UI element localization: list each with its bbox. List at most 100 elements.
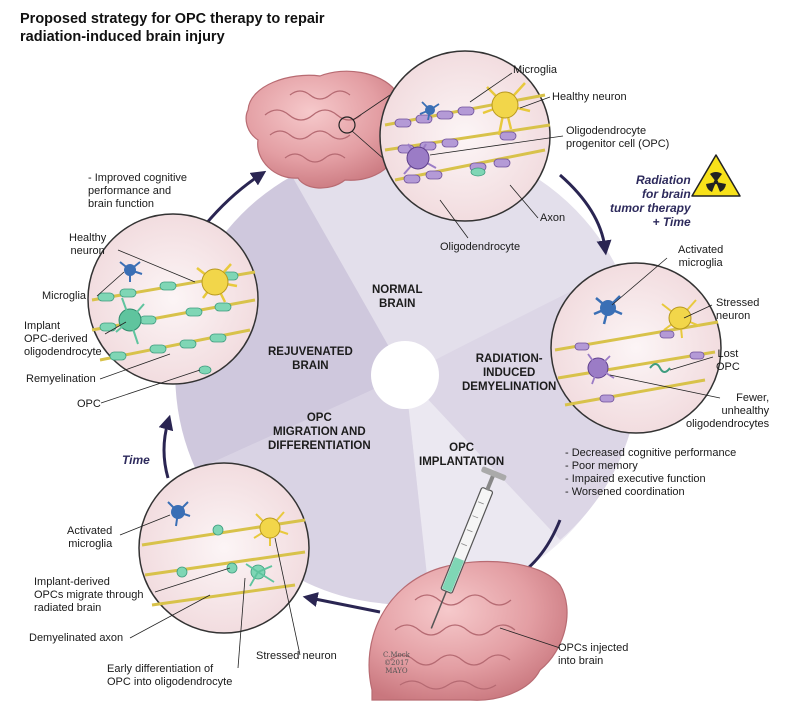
label-line: into brain xyxy=(558,655,604,667)
label-implant-opc-derived: Implant OPC-derived oligodendrocyte xyxy=(24,320,102,359)
title-line-2: radiation-induced brain injury xyxy=(20,29,225,45)
label-line: Implant xyxy=(24,320,61,332)
radiation-transition-label: Radiation for brain tumor therapy + Time xyxy=(610,173,691,229)
effect-item: - Impaired executive function xyxy=(565,473,706,485)
effect-item: - Poor memory xyxy=(565,460,638,472)
stage-label-line: OPC xyxy=(449,442,475,454)
stage-label-line: BRAIN xyxy=(379,298,416,310)
label-demyelinated-axon: Demyelinated axon xyxy=(29,632,124,644)
label-opc-normal: Oligodendrocyte progenitor cell (OPC) xyxy=(566,125,669,151)
stage-label-line: IMPLANTATION xyxy=(419,456,505,468)
stage-label-line: NORMAL xyxy=(372,284,423,296)
label-line: microglia xyxy=(68,538,113,550)
stage-label-line: MIGRATION AND xyxy=(273,426,366,438)
label-oligodendrocyte-normal: Oligodendrocyte xyxy=(440,241,521,253)
stage-label-migration: OPC MIGRATION AND DIFFERENTIATION xyxy=(268,411,371,453)
label-stressed-neuron-radiation: Stressed neuron xyxy=(716,297,759,323)
stage-label-normal: NORMAL BRAIN xyxy=(372,283,422,311)
label-line: Early differentiation of xyxy=(107,663,214,675)
label-line: Activated xyxy=(678,244,724,256)
label-healthy-neuron-normal: Healthy neuron xyxy=(552,91,627,103)
label-line: oligodendrocytes xyxy=(686,418,770,430)
label-line: Activated xyxy=(67,525,113,537)
artist-signature: C.Mock ©2017 MAYO xyxy=(383,651,410,675)
label-opc-rejuvenated: OPC xyxy=(77,398,101,410)
label-line: OPC-derived xyxy=(24,333,88,345)
time-transition-label: Time xyxy=(122,453,150,467)
arrow-migration xyxy=(302,592,381,614)
stage-label-line: DEMYELINATION xyxy=(462,381,557,393)
transition-line: tumor therapy xyxy=(610,201,691,215)
label-line: performance and xyxy=(88,185,172,197)
effect-item: - Worsened coordination xyxy=(565,486,685,498)
stage-label-line: DIFFERENTIATION xyxy=(268,440,371,452)
label-microglia-rejuvenated: Microglia xyxy=(42,290,87,302)
transition-line: Radiation xyxy=(636,173,691,187)
label-healthy-neuron-rejuvenated: Healthy neuron xyxy=(69,232,106,258)
arrow-rejuvenate xyxy=(203,170,267,226)
radiation-hazard-icon xyxy=(691,154,741,197)
panel-rejuvenated xyxy=(87,213,259,385)
wheel-center xyxy=(371,341,439,409)
label-activated-microglia-radiation: Activated microglia xyxy=(678,244,723,270)
transition-line: + Time xyxy=(652,215,691,229)
stage-label-line: REJUVENATED xyxy=(268,346,353,358)
figure-title: Proposed strategy for OPC therapy to rep… xyxy=(20,10,325,46)
radiation-effects-list: - Decreased cognitive performance - Poor… xyxy=(565,447,736,499)
label-line: neuron xyxy=(70,245,105,257)
stage-label-radiation: RADIATION- INDUCED DEMYELINATION xyxy=(462,352,556,394)
label-line: OPC xyxy=(716,361,740,373)
label-implant-opcs-migrate: Implant-derived OPCs migrate through rad… xyxy=(34,576,143,615)
signature-line: C.Mock xyxy=(383,651,410,659)
transition-line: for brain xyxy=(642,187,691,201)
label-line: progenitor cell (OPC) xyxy=(566,138,670,150)
label-line: Oligodendrocyte xyxy=(566,125,647,137)
label-early-differentiation: Early differentiation of OPC into oligod… xyxy=(107,663,232,689)
label-line: unhealthy xyxy=(721,405,770,417)
brain-top xyxy=(245,70,408,189)
effect-item: - Decreased cognitive performance xyxy=(565,447,737,459)
syringe xyxy=(430,466,507,629)
cycle-arrows xyxy=(158,170,612,614)
panel-radiation xyxy=(550,262,722,434)
label-improved-cognitive: - Improved cognitive performance and bra… xyxy=(88,172,187,211)
label-line: OPCs injected xyxy=(558,642,629,654)
panel-normal-brain xyxy=(379,50,551,222)
label-line: Lost xyxy=(717,348,739,360)
signature-line: MAYO xyxy=(385,667,408,675)
label-activated-microglia-migration: Activated microglia xyxy=(67,525,112,551)
label-line: neuron xyxy=(716,310,751,322)
label-line: Implant-derived xyxy=(34,576,110,588)
stage-wheel xyxy=(175,141,640,605)
label-line: brain function xyxy=(88,198,155,210)
stage-label-line: RADIATION- xyxy=(475,353,543,365)
stage-label-rejuvenated: REJUVENATED BRAIN xyxy=(268,345,353,373)
label-opcs-injected: OPCs injected into brain xyxy=(558,642,628,668)
stage-label-line: BRAIN xyxy=(292,360,329,372)
label-axon-normal: Axon xyxy=(540,212,566,224)
label-stressed-neuron-migration: Stressed neuron xyxy=(256,650,337,662)
label-remyelination: Remyelination xyxy=(26,373,96,385)
label-line: radiated brain xyxy=(34,602,102,614)
label-line: microglia xyxy=(678,257,723,269)
arrow-time xyxy=(158,414,174,479)
label-line: Healthy xyxy=(69,232,107,244)
title-line-1: Proposed strategy for OPC therapy to rep… xyxy=(20,11,325,27)
stage-label-line: INDUCED xyxy=(482,367,536,379)
stage-label-line: OPC xyxy=(306,412,332,424)
label-line: Fewer, xyxy=(736,392,770,404)
brain-bottom xyxy=(368,560,568,701)
panel-migration xyxy=(138,462,310,634)
sector-normal xyxy=(292,141,617,375)
stage-label-implantation: OPC IMPLANTATION xyxy=(419,441,504,469)
label-lost-opc: Lost OPC xyxy=(716,348,740,374)
label-microglia-normal: Microglia xyxy=(513,64,558,76)
signature-line: ©2017 xyxy=(384,659,409,667)
label-line: OPCs migrate through xyxy=(34,589,144,601)
label-line: OPC into oligodendrocyte xyxy=(107,676,233,688)
leader-lines xyxy=(96,72,721,669)
label-line: oligodendrocyte xyxy=(24,346,102,358)
arrow-radiation xyxy=(559,173,612,256)
